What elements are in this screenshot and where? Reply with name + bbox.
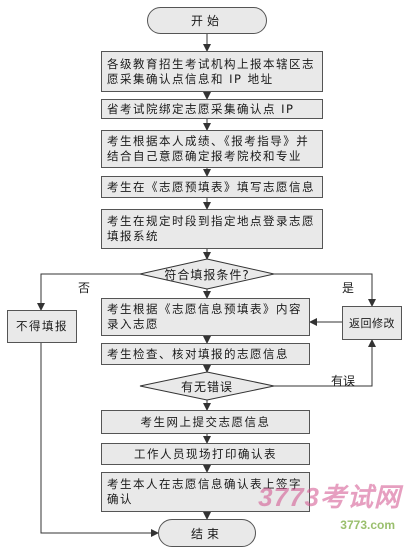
- step-sign-confirm-text: 考生本人在志愿信息确认表上签字确认: [107, 477, 302, 506]
- step-sign-confirm: 考生本人在志愿信息确认表上签字确认: [101, 472, 310, 512]
- label-has-error: 有误: [331, 374, 356, 388]
- watermark-url: 3773.com: [340, 518, 395, 532]
- label-no: 否: [78, 281, 91, 295]
- side-modify: 返回修改: [342, 306, 402, 340]
- end-label: 结束: [190, 526, 223, 541]
- decision-eligible-text: 符合填报条件?: [164, 267, 250, 282]
- decision-eligible: 符合填报条件?: [140, 259, 274, 289]
- end-terminal: 结束: [158, 519, 256, 547]
- start-terminal: 开始: [147, 7, 267, 34]
- arrow-d1-no: [37, 273, 140, 311]
- step-print-confirm: 工作人员现场打印确认表: [101, 443, 310, 465]
- step-enter-choices-text: 考生根据《志愿信息预填表》内容录入志愿: [107, 302, 302, 331]
- label-yes: 是: [342, 281, 355, 295]
- side-modify-text: 返回修改: [349, 316, 395, 330]
- step-print-confirm-text: 工作人员现场打印确认表: [134, 446, 277, 461]
- arrow-d1-yes: [274, 273, 376, 307]
- step-choose-major-text: 考生根据本人成绩、《报考指导》并结合自己意愿确定报考院校和专业: [107, 134, 310, 163]
- step-choose-major: 考生根据本人成绩、《报考指导》并结合自己意愿确定报考院校和专业: [101, 130, 323, 168]
- decision-has-error-text: 有无错误: [180, 379, 233, 394]
- decision-d2-shape: [139, 371, 275, 401]
- decision-has-error: 有无错误: [140, 372, 274, 400]
- arrow-d2-error: [274, 339, 376, 387]
- step-login-system: 考生在规定时段到指定地点登录志愿填报系统: [101, 209, 323, 249]
- step-prefill-form: 考生在《志愿预填表》填写志愿信息: [101, 176, 323, 198]
- side-reject: 不得填报: [7, 310, 77, 343]
- step-submit-online: 考生网上提交志愿信息: [101, 410, 310, 434]
- decision-d1-shape: [139, 258, 275, 290]
- step-bind-ip: 省考试院绑定志愿采集确认点 IP: [101, 99, 323, 119]
- arrow-reject-end: [40, 343, 159, 537]
- step-prefill-form-text: 考生在《志愿预填表》填写志愿信息: [107, 179, 315, 194]
- watermark-brand: 3773考试网: [258, 482, 401, 512]
- start-label: 开始: [190, 14, 223, 28]
- step-check-choices-text: 考生检查、核对填报的志愿信息: [107, 346, 289, 361]
- step-submit-online-text: 考生网上提交志愿信息: [140, 414, 271, 429]
- step-enter-choices: 考生根据《志愿信息预填表》内容录入志愿: [101, 298, 310, 336]
- step-check-choices: 考生检查、核对填报的志愿信息: [101, 343, 310, 365]
- step-bind-ip-text: 省考试院绑定志愿采集确认点 IP: [107, 101, 295, 116]
- step-report-ip-text: 各级教育招生考试机构上报本辖区志愿采集确认点信息和 IP 地址: [107, 56, 315, 86]
- step-report-ip: 各级教育招生考试机构上报本辖区志愿采集确认点信息和 IP 地址: [101, 51, 323, 92]
- step-login-system-text: 考生在规定时段到指定地点登录志愿填报系统: [107, 214, 315, 243]
- side-reject-text: 不得填报: [16, 319, 68, 333]
